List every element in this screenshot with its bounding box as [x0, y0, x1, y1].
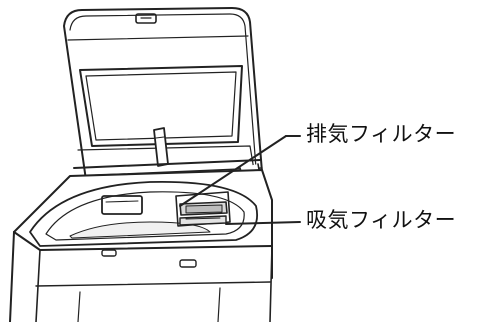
filter-housing: [175, 191, 231, 227]
exhaust-filter-label: 排気フィルター: [306, 122, 457, 146]
lid-handle: [135, 13, 157, 24]
intake-filter-label: 吸気フィルター: [306, 208, 457, 232]
front-latch: [101, 249, 117, 257]
detergent-slot: [101, 195, 143, 215]
intake-filter: [179, 215, 227, 226]
exhaust-leader-line: [179, 135, 287, 207]
intake-leader-line: [225, 221, 301, 225]
drum-opening: [29, 180, 258, 247]
front-button: [179, 259, 197, 268]
exhaust-filter: [179, 201, 228, 216]
lid-window: [79, 65, 243, 147]
